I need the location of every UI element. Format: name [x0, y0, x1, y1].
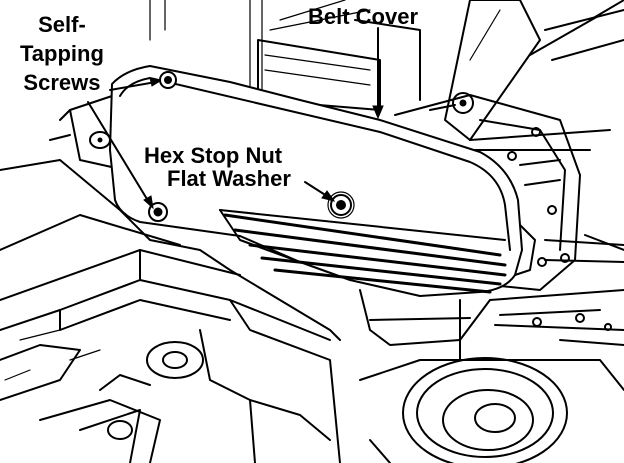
- transmission-housing: [394, 92, 624, 291]
- self-tapping-screws-line-2: Tapping: [20, 41, 104, 66]
- self-tapping-screws-line-3: Screws: [23, 70, 101, 95]
- hex-stop-nut-label: Hex Stop Nut: [144, 143, 283, 168]
- handle-frame: [439, 0, 624, 151]
- flat-washer-label: Flat Washer: [167, 166, 291, 191]
- tiller-body: [0, 159, 421, 463]
- wheel: [402, 339, 624, 463]
- self-tapping-screws-line-1: Self-: [38, 12, 86, 37]
- leader-lines: [87, 27, 384, 210]
- belt-cover: [109, 65, 536, 346]
- belt-cover-label: Belt Cover: [308, 4, 419, 29]
- self-tapping-screws-label: Self- Tapping Screws: [20, 10, 104, 97]
